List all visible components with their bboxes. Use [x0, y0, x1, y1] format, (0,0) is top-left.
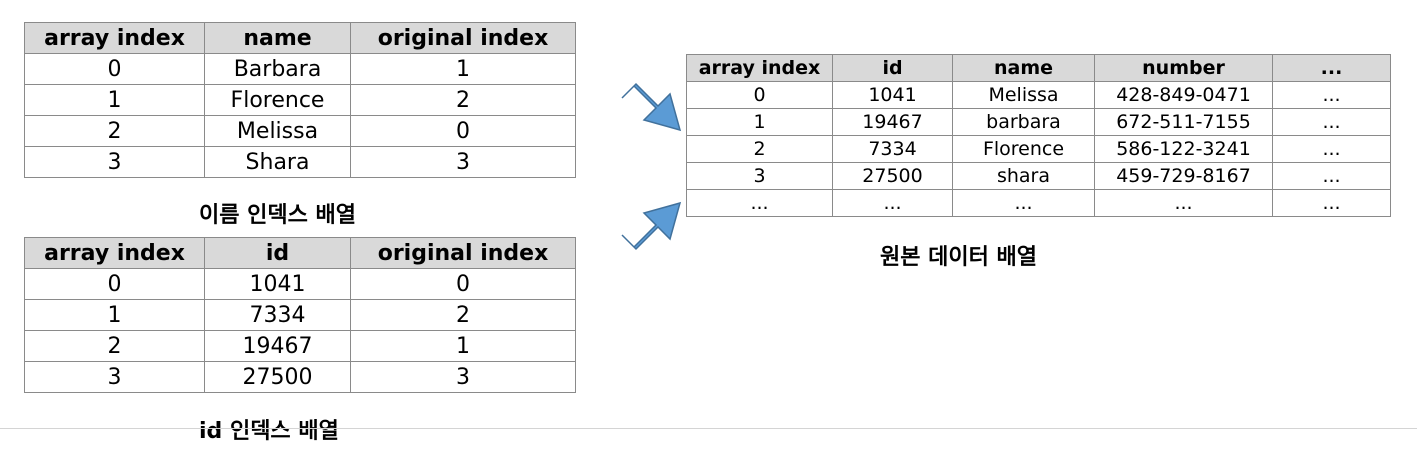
cell: ... [1272, 108, 1391, 136]
header-array-index: array index [686, 54, 833, 82]
cell: 1041 [832, 81, 953, 109]
cell: 0 [24, 53, 205, 85]
table-header-row: array index name original index [24, 22, 576, 54]
header-original-index: original index [350, 22, 576, 54]
table-row: 2 Melissa 0 [24, 115, 576, 147]
cell: 3 [24, 146, 205, 178]
cell: 2 [686, 135, 833, 163]
table-row: 1 Florence 2 [24, 84, 576, 116]
table-row: 0 1041 Melissa 428-849-0471 ... [686, 81, 1391, 109]
cell: ... [686, 189, 833, 217]
original-data-caption: 원본 데이터 배열 [880, 245, 1037, 270]
cell: Florence [204, 84, 351, 116]
cell: 27500 [204, 361, 351, 393]
name-index-caption: 이름 인덱스 배열 [199, 203, 356, 228]
cell: ... [1272, 162, 1391, 190]
table-row: 0 Barbara 1 [24, 53, 576, 85]
cell: 0 [686, 81, 833, 109]
cell: Shara [204, 146, 351, 178]
header-id: id [204, 237, 351, 269]
cell: 0 [350, 268, 576, 300]
cell: 2 [24, 115, 205, 147]
header-name: name [204, 22, 351, 54]
cell: barbara [952, 108, 1095, 136]
cell: ... [1094, 189, 1273, 217]
cell: 7334 [832, 135, 953, 163]
table-row: 3 Shara 3 [24, 146, 576, 178]
name-index-table: array index name original index 0 Barbar… [24, 22, 576, 178]
cell: 19467 [204, 330, 351, 362]
table-row: 3 27500 3 [24, 361, 576, 393]
cell: 2 [350, 84, 576, 116]
cell: 3 [350, 146, 576, 178]
cell: 672-511-7155 [1094, 108, 1273, 136]
cell: ... [1272, 135, 1391, 163]
cell: 0 [350, 115, 576, 147]
cell: 3 [350, 361, 576, 393]
id-index-caption: id 인덱스 배열 [199, 419, 339, 444]
cell: 3 [24, 361, 205, 393]
cell: 19467 [832, 108, 953, 136]
cell: ... [952, 189, 1095, 217]
header-name: name [952, 54, 1095, 82]
header-more: ... [1272, 54, 1391, 82]
header-id: id [832, 54, 953, 82]
table-header-row: array index id original index [24, 237, 576, 269]
arrow-down-right-icon [621, 82, 682, 132]
cell: 1 [686, 108, 833, 136]
id-index-table: array index id original index 0 1041 0 1… [24, 237, 576, 393]
cell: 1 [350, 330, 576, 362]
header-array-index: array index [24, 22, 205, 54]
cell: shara [952, 162, 1095, 190]
table-row: 2 19467 1 [24, 330, 576, 362]
cell: 2 [350, 299, 576, 331]
table-row: 2 7334 Florence 586-122-3241 ... [686, 135, 1391, 163]
divider [0, 428, 1417, 429]
original-data-table: array index id name number ... 0 1041 Me… [686, 54, 1391, 217]
arrow-shape [621, 82, 682, 132]
cell: 2 [24, 330, 205, 362]
cell: Melissa [952, 81, 1095, 109]
cell: 428-849-0471 [1094, 81, 1273, 109]
cell: Florence [952, 135, 1095, 163]
cell: Barbara [204, 53, 351, 85]
cell: 1 [24, 84, 205, 116]
cell: 1 [350, 53, 576, 85]
cell: ... [832, 189, 953, 217]
arrow-shape [621, 201, 682, 251]
cell: 1 [24, 299, 205, 331]
cell: ... [1272, 189, 1391, 217]
table-row: 3 27500 shara 459-729-8167 ... [686, 162, 1391, 190]
cell: ... [1272, 81, 1391, 109]
table-header-row: array index id name number ... [686, 54, 1391, 82]
cell: 459-729-8167 [1094, 162, 1273, 190]
cell: 0 [24, 268, 205, 300]
cell: 7334 [204, 299, 351, 331]
cell: 1041 [204, 268, 351, 300]
table-row: 0 1041 0 [24, 268, 576, 300]
cell: 586-122-3241 [1094, 135, 1273, 163]
cell: 27500 [832, 162, 953, 190]
table-row: ... ... ... ... ... [686, 189, 1391, 217]
arrow-up-right-icon [621, 201, 682, 251]
header-original-index: original index [350, 237, 576, 269]
header-number: number [1094, 54, 1273, 82]
header-array-index: array index [24, 237, 205, 269]
table-row: 1 7334 2 [24, 299, 576, 331]
cell: Melissa [204, 115, 351, 147]
cell: 3 [686, 162, 833, 190]
table-row: 1 19467 barbara 672-511-7155 ... [686, 108, 1391, 136]
